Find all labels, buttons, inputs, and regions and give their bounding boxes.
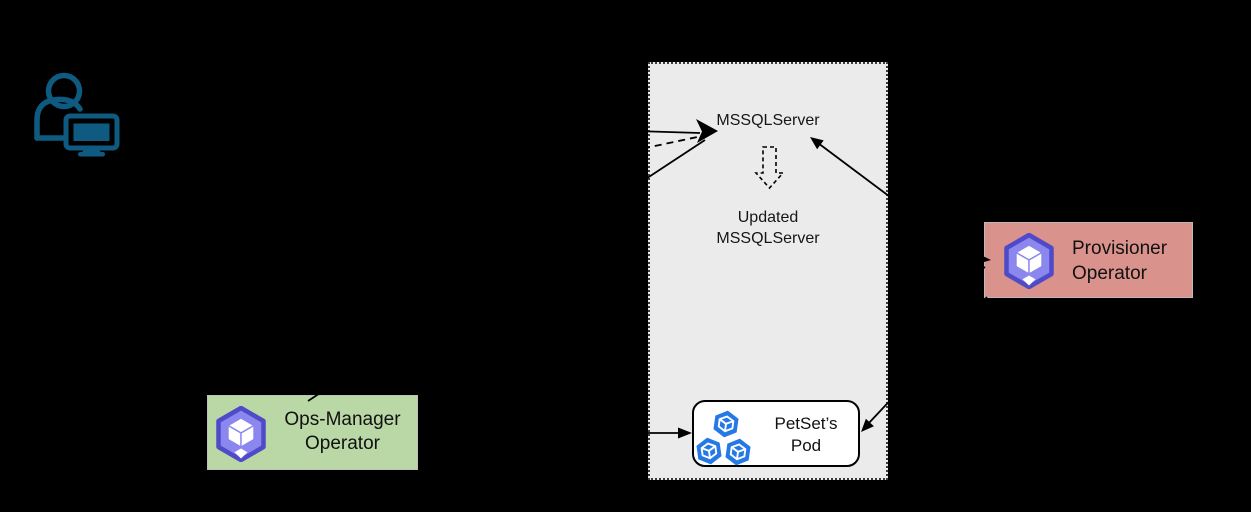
operator-hexagon-icon [1004,233,1054,289]
ops-manager-operator-box: Ops-Manager Operator [207,395,418,470]
updated-mssqlserver-label: Updated MSSQLServer [716,209,820,247]
pod-cubes-icon [696,408,753,467]
arrow-user-to-mssqlserver [151,115,701,134]
petset-pod-box: PetSet’s Pod [692,400,860,467]
mssqlserver-label: MSSQLServer [716,112,820,129]
operator-hexagon-icon [216,406,266,462]
arrow-opsmanager-to-mssqlserver [307,139,706,402]
provisioner-operator-box: Provisioner Operator [984,222,1193,298]
provisioner-operator-label: Provisioner Operator [1072,238,1168,284]
arrow-to-provisioner [899,251,980,260]
user-at-computer-icon [34,72,120,157]
petset-pod-label: PetSet’s Pod [774,414,838,455]
ops-manager-operator-label: Ops-Manager Operator [284,409,401,454]
